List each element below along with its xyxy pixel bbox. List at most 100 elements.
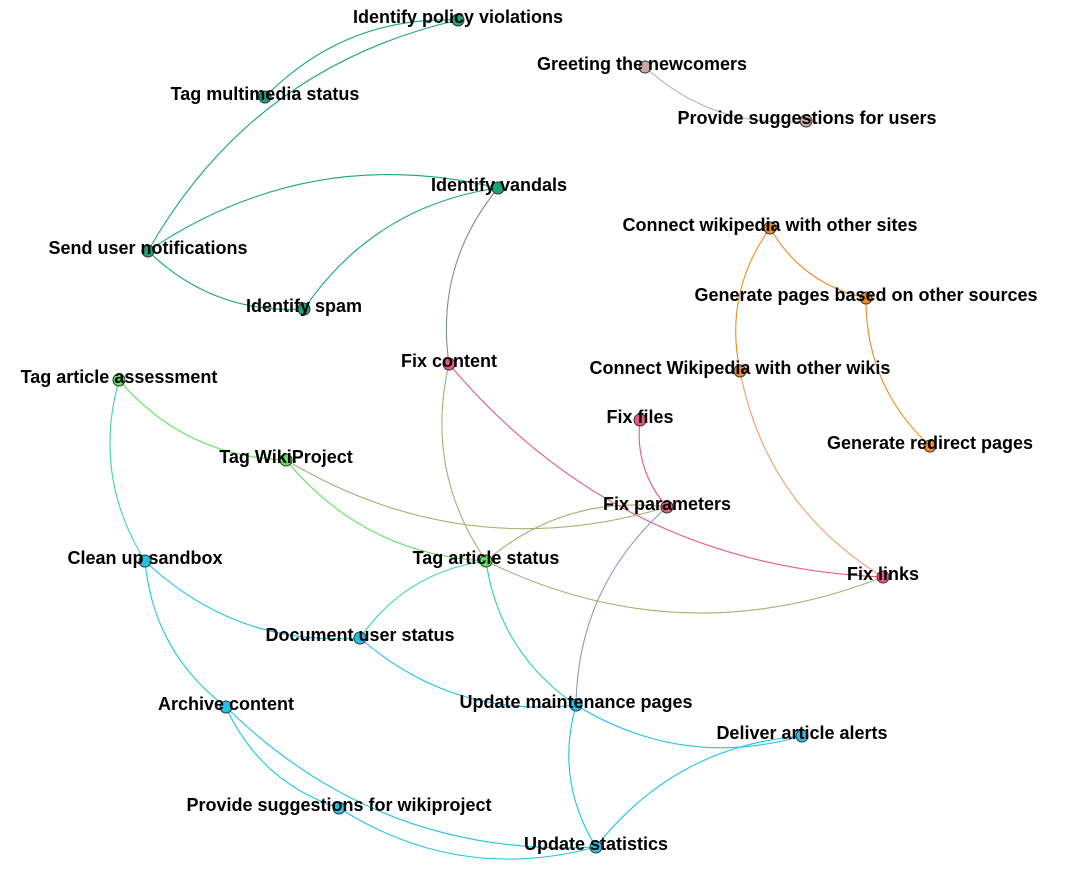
edge-vandals-spam [303, 187, 499, 310]
node-dot-suggest_users[interactable] [799, 114, 813, 128]
node-dot-multimedia[interactable] [258, 90, 272, 104]
edge-tag_wikiproj-fix_params [285, 459, 668, 530]
node-dot-doc_user[interactable] [353, 631, 367, 645]
node-label-sandbox: Clean up sandbox [67, 548, 222, 568]
node-gen_redirect[interactable]: Generate redirect pages [827, 433, 1033, 453]
node-doc_user[interactable]: Document user status [265, 625, 454, 645]
node-label-fix_files: Fix files [606, 407, 673, 427]
node-sandbox[interactable]: Clean up sandbox [67, 548, 222, 568]
node-policy[interactable]: Identify policy violations [353, 7, 563, 27]
node-label-fix_links: Fix links [847, 564, 919, 584]
node-stats[interactable]: Update statistics [524, 834, 668, 854]
node-label-doc_user: Document user status [265, 625, 454, 645]
node-label-tag_status: Tag article status [413, 548, 560, 568]
edge-vandals-fix_content [445, 187, 499, 365]
node-label-tag_wikiproj: Tag WikiProject [219, 447, 353, 467]
edge-connect_sites-gen_pages [769, 227, 867, 299]
edge-fix_content-fix_links [448, 363, 884, 578]
node-dot-vandals[interactable] [491, 181, 505, 195]
node-fix_content[interactable]: Fix content [401, 351, 497, 371]
node-dot-fix_params[interactable] [660, 500, 674, 514]
node-dot-gen_redirect[interactable] [923, 439, 937, 453]
edges-layer [109, 19, 931, 860]
node-label-fix_content: Fix content [401, 351, 497, 371]
node-dot-tag_status[interactable] [479, 554, 493, 568]
node-dot-fix_files[interactable] [633, 413, 647, 427]
node-gen_pages[interactable]: Generate pages based on other sources [694, 285, 1037, 305]
node-label-stats: Update statistics [524, 834, 668, 854]
node-dot-sandbox[interactable] [138, 554, 152, 568]
node-tag_wikiproj[interactable]: Tag WikiProject [219, 447, 353, 467]
edge-greet-suggest_users [644, 66, 807, 123]
node-label-archive: Archive content [158, 694, 294, 714]
node-dot-suggest_wp[interactable] [332, 801, 346, 815]
node-label-gen_pages: Generate pages based on other sources [694, 285, 1037, 305]
node-dot-archive[interactable] [219, 700, 233, 714]
node-connect_sites[interactable]: Connect wikipedia with other sites [622, 215, 917, 235]
node-dot-connect_sites[interactable] [763, 221, 777, 235]
node-alerts[interactable]: Deliver article alerts [716, 723, 887, 743]
edge-archive-stats [225, 706, 597, 849]
node-dot-gen_pages[interactable] [859, 291, 873, 305]
node-multimedia[interactable]: Tag multimedia status [171, 84, 360, 104]
node-label-multimedia: Tag multimedia status [171, 84, 360, 104]
node-archive[interactable]: Archive content [158, 694, 294, 714]
node-tag_assess[interactable]: Tag article assessment [21, 367, 218, 387]
edge-connect_wikis-fix_links [739, 370, 884, 578]
node-fix_links[interactable]: Fix links [847, 564, 919, 584]
node-fix_params[interactable]: Fix parameters [603, 494, 731, 514]
node-tag_status[interactable]: Tag article status [413, 548, 560, 568]
edge-doc_user-maint [359, 637, 577, 708]
node-dot-fix_links[interactable] [876, 570, 890, 584]
node-suggest_wp[interactable]: Provide suggestions for wikiproject [186, 795, 491, 815]
edge-sandbox-archive [144, 560, 227, 708]
node-dot-greet[interactable] [638, 60, 652, 74]
node-label-spam: Identify spam [246, 296, 362, 316]
edge-vandals-notify [147, 174, 499, 252]
edge-fix_params-tag_status [485, 504, 668, 562]
node-dot-notify[interactable] [141, 244, 155, 258]
node-label-tag_assess: Tag article assessment [21, 367, 218, 387]
node-label-suggest_wp: Provide suggestions for wikiproject [186, 795, 491, 815]
node-suggest_users[interactable]: Provide suggestions for users [677, 108, 936, 128]
node-label-connect_wikis: Connect Wikipedia with other wikis [590, 358, 891, 378]
node-label-connect_sites: Connect wikipedia with other sites [622, 215, 917, 235]
edge-notify-spam [147, 250, 305, 310]
node-dot-tag_wikiproj[interactable] [279, 453, 293, 467]
node-dot-alerts[interactable] [795, 729, 809, 743]
edge-archive-suggest_wp [225, 706, 340, 809]
node-vandals[interactable]: Identify vandals [431, 175, 567, 195]
edge-tag_status-maint [485, 560, 577, 706]
edge-connect_sites-connect_wikis [735, 227, 771, 372]
node-connect_wikis[interactable]: Connect Wikipedia with other wikis [590, 358, 891, 378]
node-label-maint: Update maintenance pages [459, 692, 692, 712]
edge-fix_files-fix_params [638, 419, 668, 508]
node-label-policy: Identify policy violations [353, 7, 563, 27]
node-label-notify: Send user notifications [48, 238, 247, 258]
node-label-fix_params: Fix parameters [603, 494, 731, 514]
edge-suggest_wp-stats [338, 807, 597, 860]
edge-tag_wikiproj-tag_status [285, 459, 487, 562]
node-spam[interactable]: Identify spam [246, 296, 362, 316]
edge-gen_pages-gen_redirect [865, 297, 931, 447]
node-fix_files[interactable]: Fix files [606, 407, 673, 427]
node-notify[interactable]: Send user notifications [48, 238, 247, 258]
node-label-gen_redirect: Generate redirect pages [827, 433, 1033, 453]
node-label-alerts: Deliver article alerts [716, 723, 887, 743]
node-dot-maint[interactable] [569, 698, 583, 712]
node-label-vandals: Identify vandals [431, 175, 567, 195]
node-dot-spam[interactable] [297, 302, 311, 316]
node-greet[interactable]: Greeting the newcomers [537, 54, 747, 74]
edge-alerts-stats [595, 735, 803, 848]
node-dot-stats[interactable] [589, 840, 603, 854]
node-dot-policy[interactable] [451, 13, 465, 27]
edge-policy-multimedia [264, 19, 459, 98]
edge-tag_status-doc_user [359, 560, 487, 639]
node-maint[interactable]: Update maintenance pages [459, 692, 692, 712]
node-dot-tag_assess[interactable] [112, 373, 126, 387]
node-dot-fix_content[interactable] [442, 357, 456, 371]
node-dot-connect_wikis[interactable] [733, 364, 747, 378]
